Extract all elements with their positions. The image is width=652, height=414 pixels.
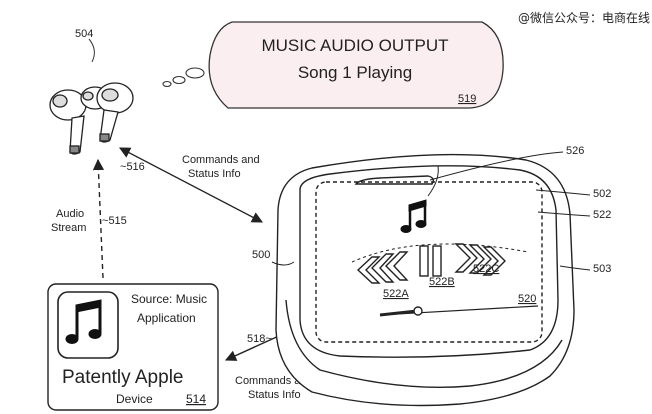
slider-knob	[413, 306, 423, 316]
audio-stream-link	[92, 158, 105, 279]
commands-bottom-line1: Commands and	[235, 375, 313, 387]
watermark: @微信公众号：电商在线	[518, 10, 650, 25]
fast-forward-icon	[454, 243, 506, 276]
side-ref: 503	[593, 263, 611, 275]
pause-icon	[419, 245, 442, 277]
earbuds-ref-leader	[88, 38, 95, 63]
audio-stream-line1: Audio	[56, 208, 84, 220]
audio-stream-ref: ~515	[102, 215, 127, 227]
top-ref-leader	[429, 151, 564, 181]
device-ref: 514	[186, 392, 206, 406]
control-522b: 522B	[429, 276, 455, 288]
bubble-title: MUSIC AUDIO OUTPUT	[261, 36, 448, 55]
display-ref: 520	[518, 293, 536, 305]
source-line2: Application	[137, 311, 196, 325]
case-ref-leader	[271, 261, 295, 266]
link-top-ref: ~516	[120, 161, 145, 173]
source-line1: Source: Music	[131, 292, 207, 306]
control-ref-leader	[537, 211, 591, 217]
bubble-ref: 519	[458, 93, 476, 105]
case-ref: 500	[252, 249, 270, 261]
screen-ref: 502	[593, 188, 611, 200]
link-bottom-ref: 518~	[247, 333, 272, 345]
side-ref-leader	[559, 265, 591, 271]
controls-band	[351, 243, 529, 263]
charging-case	[275, 153, 575, 407]
rewind-icon	[356, 251, 409, 284]
music-note-icon	[65, 299, 102, 344]
commands-top-line2: Status Info	[188, 168, 241, 180]
screen-ref-leader	[535, 189, 591, 196]
music-app-icon	[57, 291, 119, 359]
device-label: Device	[116, 392, 153, 406]
commands-bottom-line2: Status Info	[248, 389, 301, 401]
earbuds-ref: 504	[75, 28, 93, 40]
bubble-subtitle: Song 1 Playing	[298, 63, 412, 82]
command-link-top	[119, 147, 263, 223]
control-ref: 522	[593, 209, 611, 221]
control-522c: 522C	[473, 263, 499, 275]
top-ref: 526	[566, 145, 584, 157]
audio-output-bubble: MUSIC AUDIO OUTPUT Song 1 Playing 519	[208, 21, 504, 109]
control-522a: 522A	[383, 288, 409, 300]
screen-music-note-icon	[400, 199, 427, 233]
progress-slider	[379, 305, 539, 317]
earbuds-image	[49, 82, 134, 155]
note-leader	[427, 165, 439, 197]
brand-label: Patently Apple	[62, 367, 183, 388]
commands-top-line1: Commands and	[182, 154, 260, 166]
source-device: Source: Music Application Patently Apple…	[47, 283, 219, 411]
audio-stream-line2: Stream	[51, 222, 86, 234]
thought-dots	[162, 67, 205, 88]
